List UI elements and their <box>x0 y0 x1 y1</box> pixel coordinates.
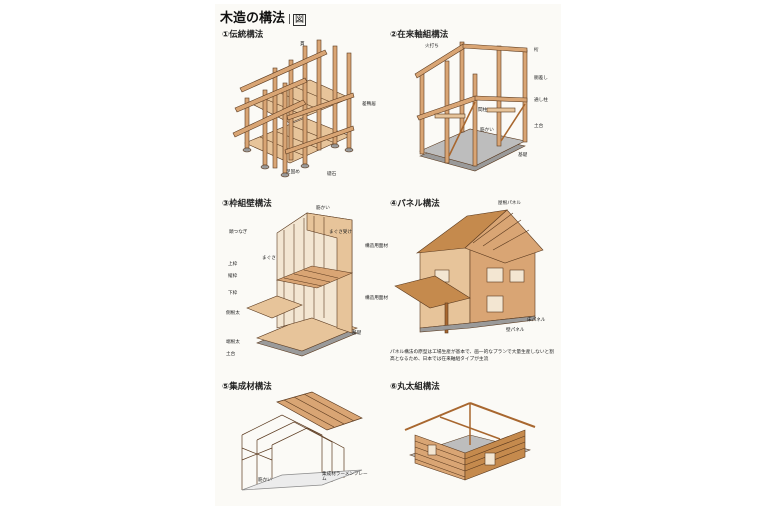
section-2-label: 胴差し <box>534 76 548 81</box>
section-2-label: 桁 <box>534 48 539 53</box>
section-4-label: 壁パネル <box>506 328 525 333</box>
panel-construction-illustration <box>394 209 544 334</box>
log-house-illustration <box>404 402 536 481</box>
section-5-label: 集成材ラーメンフレーム <box>322 472 368 482</box>
section-3-label: 構造用面材 <box>365 244 388 249</box>
traditional-frame-illustration <box>232 39 355 178</box>
section-3-label: 側根太 <box>226 311 240 316</box>
section-3-label: 縦枠 <box>228 274 238 279</box>
section-2-label: 土台 <box>534 124 544 129</box>
section-3-label: 頭つなぎ <box>229 230 248 235</box>
section-3-label: 上枠 <box>228 262 238 267</box>
section-3-label: 筋かい <box>316 206 330 211</box>
section-3-label: 基礎 <box>352 331 362 336</box>
section-3-label: まぐさ受け <box>329 230 352 235</box>
section-2-label: 筋かい <box>480 128 494 133</box>
section-1-label: 足固め <box>286 170 300 175</box>
section-2-label: 火打ち <box>425 44 439 49</box>
section-1-label: 差鴨居 <box>362 102 376 107</box>
section-1-label: 礎石 <box>327 172 337 177</box>
section-5-label: 筋かい <box>258 478 272 483</box>
section-3-label: まぐさ <box>262 256 276 261</box>
section-3-label: 下枠 <box>228 291 238 296</box>
section-2-label: 通し柱 <box>534 98 548 103</box>
figure-tag: 図 <box>293 14 307 26</box>
section-3-label: 端根太 <box>226 340 240 345</box>
section-4-heading: ④パネル構法 <box>390 199 440 209</box>
section-4-label: 屋根パネル <box>498 201 521 206</box>
section-1-label: 貫 <box>300 42 305 47</box>
section-5-heading: ⑤集成材構法 <box>222 382 272 392</box>
section-3-label: 構造用面材 <box>365 296 388 301</box>
conventional-frame-illustration <box>414 41 528 172</box>
panel-construction-caption: パネル構法の原型は工場生産が基本で、画一的なプランで大量生産しないと割高となるた… <box>390 350 554 363</box>
section-4-label: 床パネル <box>527 318 546 323</box>
page-title: 木造の構法図 <box>220 11 307 26</box>
section-1-heading: ①伝統構法 <box>222 30 264 40</box>
section-2-label: 基礎 <box>518 153 528 158</box>
platform-frame-illustration <box>246 212 358 357</box>
glulam-frame-illustration <box>241 391 363 491</box>
section-3-heading: ③枠組壁構法 <box>222 199 272 209</box>
section-3-label: 土台 <box>226 352 236 357</box>
section-2-heading: ②在来軸組構法 <box>390 30 449 40</box>
section-2-label: 間柱 <box>478 108 488 113</box>
section-6-heading: ⑥丸太組構法 <box>390 382 440 392</box>
